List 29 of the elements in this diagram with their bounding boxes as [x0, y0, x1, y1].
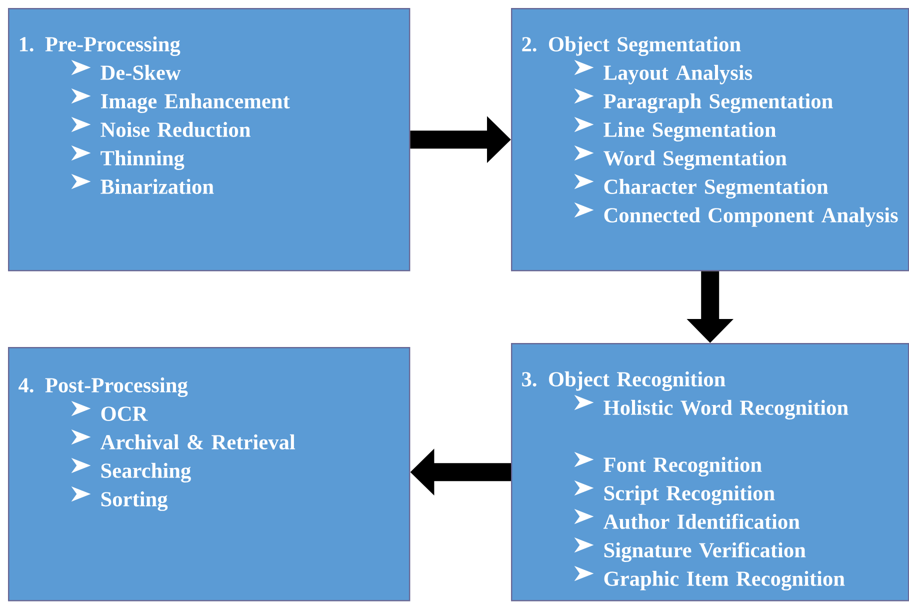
list-item: Paragraph Segmentation	[604, 93, 833, 113]
list-item: Connected Component Analysis	[604, 207, 898, 227]
process-box	[8, 8, 410, 272]
list-item: Image Enhancement	[101, 93, 290, 113]
list-item: Word Segmentation	[604, 150, 787, 170]
process-box	[511, 343, 909, 602]
list-item: Author Identification	[603, 514, 800, 529]
step-heading: 2. Object Segmentation	[522, 36, 741, 56]
list-item: Searching	[101, 462, 191, 482]
process-box	[511, 8, 909, 272]
list-item: Signature Verification	[604, 542, 806, 562]
list-item: Graphic Item Recognition	[604, 570, 845, 590]
list-item: Layout Analysis	[604, 64, 752, 84]
step-heading: 3. Object Recognition	[522, 371, 726, 391]
list-item: Line Segmentation	[604, 122, 776, 142]
list-item: OCR	[101, 406, 148, 421]
list-item: Noise Reduction	[100, 122, 250, 137]
step-heading: 1. Pre-Processing	[20, 36, 180, 56]
list-item: Thinning	[100, 150, 184, 170]
list-item: Script Recognition	[604, 485, 775, 505]
list-item: Binarization	[100, 178, 214, 194]
process-box	[8, 347, 410, 602]
step-heading: 4. Post-Processing	[18, 377, 188, 397]
list-item: De-Skew	[100, 64, 181, 80]
list-item: Sorting	[101, 491, 168, 511]
list-item: Font Recognition	[604, 456, 762, 476]
list-item: Character Segmentation	[604, 178, 828, 198]
list-item: Holistic Word Recognition	[604, 400, 848, 420]
list-item: Archival & Retrieval	[100, 434, 296, 450]
